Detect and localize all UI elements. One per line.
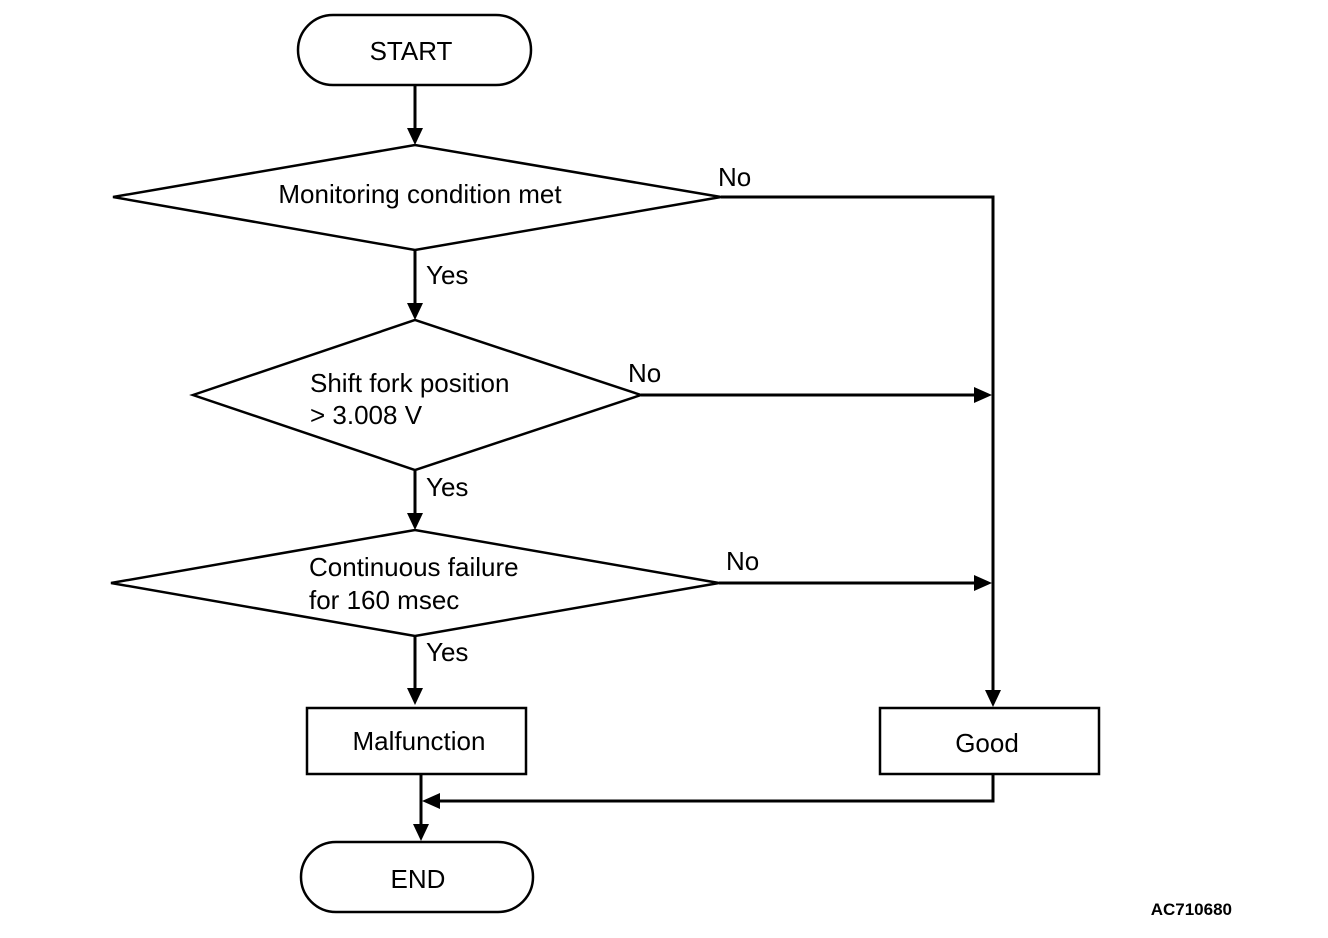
- no-label-1: No: [718, 162, 751, 192]
- end-terminator: [299, 840, 535, 914]
- no-label-3: No: [726, 546, 759, 576]
- arrowhead: [974, 387, 992, 403]
- yes-label-2: Yes: [426, 472, 468, 502]
- arrowhead: [985, 690, 1001, 707]
- decision2-text-line1: Shift fork position: [310, 368, 509, 398]
- start-terminator: [296, 13, 533, 87]
- end-label: END: [391, 864, 446, 894]
- start-label: START: [370, 36, 453, 66]
- arrowhead: [407, 688, 423, 705]
- decision-continuous-failure: [110, 528, 720, 638]
- decision3-text-line1: Continuous failure: [309, 552, 519, 582]
- yes-label-3: Yes: [426, 637, 468, 667]
- connector-good-to-end: [438, 775, 995, 803]
- arrowhead: [413, 824, 429, 841]
- yes-label-1: Yes: [426, 260, 468, 290]
- no-label-2: No: [628, 358, 661, 388]
- decision2-text-line2: > 3.008 V: [310, 400, 423, 430]
- connector-no-branch: [721, 195, 995, 692]
- arrowhead: [422, 793, 440, 809]
- figure-code: AC710680: [1151, 900, 1232, 919]
- malfunction-label: Malfunction: [353, 726, 486, 756]
- arrowhead: [407, 513, 423, 530]
- good-box: [878, 706, 1101, 776]
- decision1-text: Monitoring condition met: [278, 179, 562, 209]
- arrowhead: [974, 575, 992, 591]
- arrowhead: [407, 303, 423, 320]
- good-label: Good: [955, 728, 1019, 758]
- malfunction-box: [305, 706, 528, 776]
- arrowhead: [407, 128, 423, 145]
- decision3-text-line2: for 160 msec: [309, 585, 459, 615]
